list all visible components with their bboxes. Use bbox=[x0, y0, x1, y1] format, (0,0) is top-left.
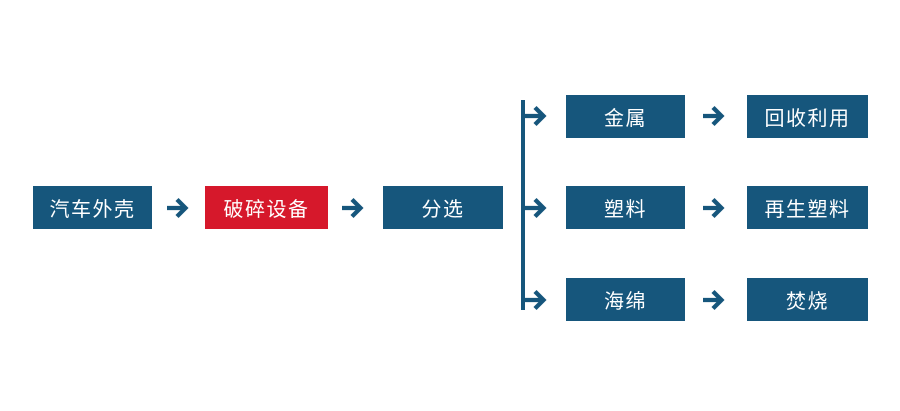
node-car-shell: 汽车外壳 bbox=[33, 186, 152, 229]
arrow-right-icon bbox=[703, 105, 725, 127]
node-incineration: 焚烧 bbox=[747, 278, 868, 321]
node-plastic: 塑料 bbox=[566, 186, 685, 229]
node-metal: 金属 bbox=[566, 95, 685, 138]
arrow-right-icon bbox=[703, 197, 725, 219]
branch-arrow-icon bbox=[524, 105, 547, 127]
node-recycled-plastic: 再生塑料 bbox=[747, 186, 868, 229]
node-crushing-equipment: 破碎设备 bbox=[205, 186, 328, 229]
node-recycling: 回收利用 bbox=[747, 95, 868, 138]
branch-arrow-icon bbox=[524, 289, 547, 311]
node-sorting: 分选 bbox=[383, 186, 503, 229]
arrow-right-icon bbox=[703, 289, 725, 311]
arrow-right-icon bbox=[342, 197, 364, 219]
arrow-right-icon bbox=[167, 197, 189, 219]
node-sponge: 海绵 bbox=[566, 278, 685, 321]
branch-connector-line bbox=[521, 100, 525, 310]
branch-arrow-icon bbox=[524, 197, 547, 219]
